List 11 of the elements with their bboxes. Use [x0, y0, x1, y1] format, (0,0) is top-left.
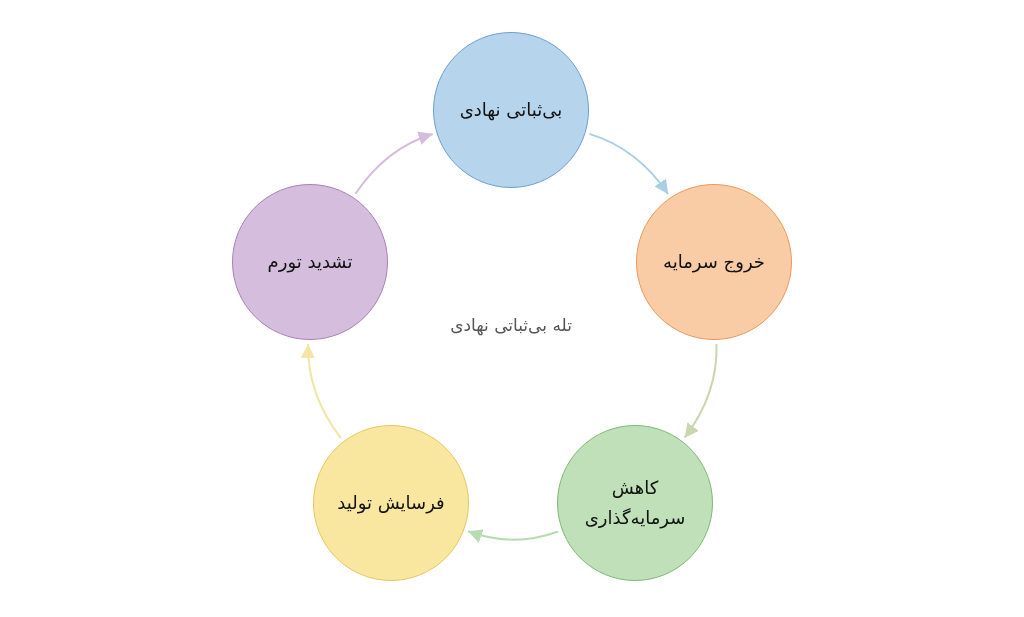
circle-text: فرسایش تولید — [337, 491, 445, 516]
arrow — [354, 131, 434, 195]
center-label: تله بی‌ثباتی نهادی — [450, 315, 572, 335]
circle-text: تشدید تورم — [267, 250, 353, 275]
arrow — [301, 343, 342, 440]
circle-text: بی‌ثباتی نهادی — [459, 98, 563, 123]
circle-text: خروج سرمایه — [663, 250, 765, 275]
arrow — [467, 529, 560, 543]
arrow — [683, 343, 718, 439]
arrow — [588, 132, 670, 196]
circle-text: کاهش سرمایه‌گذاری — [583, 476, 687, 531]
